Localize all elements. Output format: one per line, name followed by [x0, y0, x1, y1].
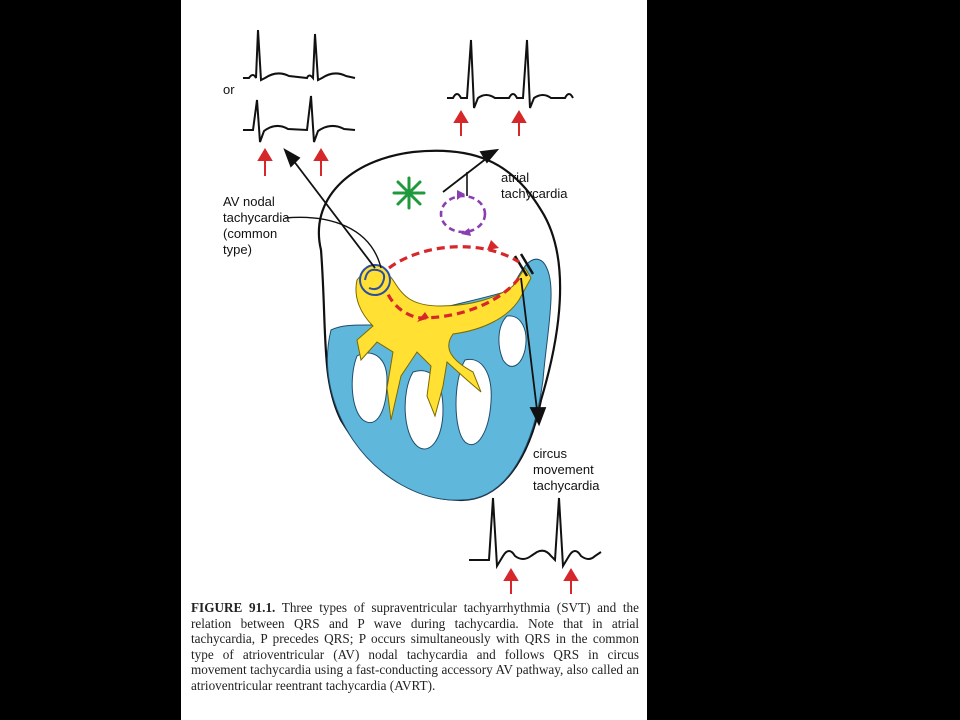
svt-diagram [243, 29, 602, 594]
figure-caption: FIGURE 91.1. Three types of supraventric… [191, 600, 639, 694]
ecg-circus [469, 497, 602, 570]
p-wave-arrows-atrial [453, 110, 527, 136]
atrial-reentry-circuit [439, 194, 487, 234]
ecg-av-nodal-bottom [243, 95, 356, 143]
caption-text: Three types of supraventricular tachyarr… [191, 600, 639, 693]
ecg-av-nodal-top [243, 29, 356, 82]
label-or: or [223, 82, 235, 97]
label-av-nodal-tachycardia: AV nodal tachycardia (common type) [223, 194, 290, 257]
slide-page: or AV nodal tachycardia (common type) at… [181, 0, 647, 720]
ectopic-focus-star [392, 176, 426, 210]
label-atrial-tachycardia: atrial tachycardia [501, 170, 568, 201]
p-wave-arrows-circus [503, 568, 579, 594]
ecg-atrial [447, 39, 574, 109]
loop-arrowhead-top [487, 240, 499, 250]
loop-arrowhead-bottom [417, 312, 429, 322]
p-wave-arrows-av-nodal [257, 148, 329, 176]
arrow-av-nodal-to-ecg [283, 147, 376, 269]
label-circus-movement-tachycardia: circus movement tachycardia [533, 446, 600, 493]
figure-label: FIGURE 91.1. [191, 600, 276, 615]
av-nodal-leader-line [284, 216, 382, 269]
atrial-arrowhead-top [457, 190, 465, 200]
ventricle-cavities [351, 315, 527, 450]
av-node-reentry [364, 268, 386, 291]
circus-movement-loop [385, 245, 521, 320]
arrow-circus-to-ecg [520, 277, 547, 427]
atrial-arrowhead-bottom [461, 228, 471, 236]
conduction-system [355, 267, 532, 421]
arrow-atrial-to-ecg [442, 148, 500, 193]
